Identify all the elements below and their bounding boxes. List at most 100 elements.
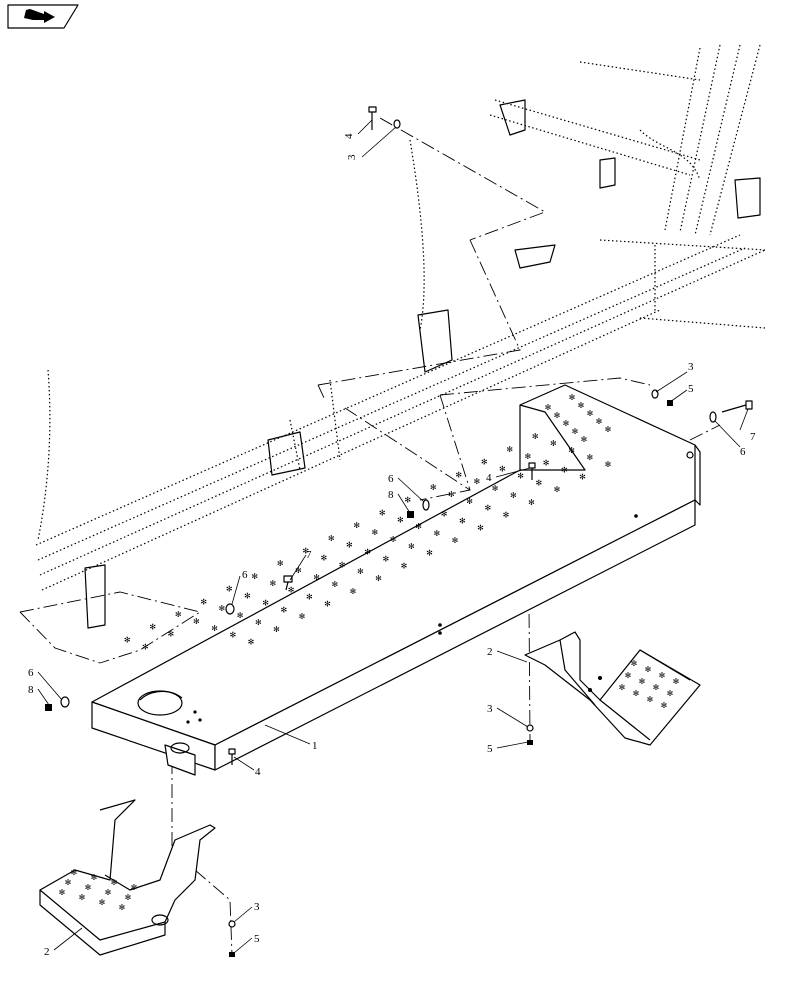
perforation-icon: ✻ [561,466,568,475]
left-step-bracket[interactable] [39,799,216,956]
callout-5[interactable]: 5 [688,383,694,395]
callout-7[interactable]: 7 [306,549,312,561]
bracket-perforations-left: ✻✻✻✻✻✻✻✻✻✻✻✻ [59,868,138,912]
washer-icon [393,119,401,129]
callout-5[interactable]: 5 [487,743,493,755]
perforation-icon: ✻ [255,618,262,627]
perforation-icon: ✻ [578,401,585,410]
perforation-icon: ✻ [105,888,112,897]
perforation-icon: ✻ [569,393,576,402]
perforation-icon: ✻ [350,587,357,596]
callout-3[interactable]: 3 [346,154,358,160]
callout-1[interactable]: 1 [312,740,318,752]
callout-2[interactable]: 2 [44,946,50,958]
assembly-lines [19,117,721,956]
perforation-icon: ✻ [273,625,280,634]
perforation-pattern: ✻✻✻✻✻✻✻✻✻✻✻✻✻✻✻✻✻✻✻✻✻✻✻✻✻✻✻✻✻✻✻✻✻✻✻✻✻✻✻✻… [124,393,612,651]
perforation-icon: ✻ [525,452,532,461]
perforation-icon: ✻ [321,553,328,562]
callout-8[interactable]: 8 [388,489,394,501]
perforation-icon: ✻ [426,549,433,558]
perforation-icon: ✻ [572,427,579,436]
perforation-icon: ✻ [448,490,455,499]
callout-8[interactable]: 8 [28,684,34,696]
perforation-icon: ✻ [131,883,138,892]
perforation-icon: ✻ [506,445,513,454]
perforation-icon: ✻ [673,677,680,686]
perforation-icon: ✻ [111,878,118,887]
washer-icon [526,724,534,732]
callout-7[interactable]: 7 [750,431,756,443]
perforation-icon: ✻ [563,419,570,428]
perforation-icon: ✻ [397,515,404,524]
callout-6[interactable]: 6 [242,569,248,581]
perforation-icon: ✻ [481,458,488,467]
perforation-icon: ✻ [581,435,588,444]
perforation-icon: ✻ [288,586,295,595]
callout-3[interactable]: 3 [487,703,493,715]
perforation-icon: ✻ [550,439,557,448]
perforation-icon: ✻ [535,478,542,487]
perforation-icon: ✻ [328,534,335,543]
perforation-icon: ✻ [659,671,666,680]
callout-4[interactable]: 4 [486,472,492,484]
bracket-perforations-right: ✻✻✻✻✻✻✻✻✻✻✻✻ [619,659,680,710]
perforation-icon: ✻ [543,459,550,468]
perforation-icon: ✻ [211,624,218,633]
perforation-icon: ✻ [653,683,660,692]
perforation-icon: ✻ [124,635,131,644]
perforation-icon: ✻ [466,497,473,506]
perforation-icon: ✻ [237,611,244,620]
perforation-icon: ✻ [532,432,539,441]
bolt-icon [721,400,753,413]
washer-icon [422,499,430,511]
perforation-icon: ✻ [79,893,86,902]
perforation-icon: ✻ [517,471,524,480]
washer-icon [60,696,70,708]
perforation-icon: ✻ [299,612,306,621]
perforation-icon: ✻ [645,665,652,674]
nut-icon [229,952,235,957]
callout-2[interactable]: 2 [487,646,493,658]
perforation-icon: ✻ [503,511,510,520]
perforation-icon: ✻ [382,555,389,564]
perforation-icon: ✻ [339,560,346,569]
perforation-icon: ✻ [280,605,287,614]
perforation-icon: ✻ [85,883,92,892]
perforation-icon: ✻ [499,465,506,474]
perforation-icon: ✻ [71,868,78,877]
perforation-icon: ✻ [404,496,411,505]
perforation-icon: ✻ [492,484,499,493]
frame-outline [35,44,766,629]
main-step[interactable] [91,384,701,776]
callouts: 4 3 3 5 7 6 4 6 8 7 6 6 8 1 4 2 3 5 2 3 … [28,133,756,958]
callout-3[interactable]: 3 [254,901,260,913]
perforation-icon: ✻ [200,597,207,606]
perforation-icon: ✻ [605,460,612,469]
perforation-icon: ✻ [91,873,98,882]
perforation-icon: ✻ [277,559,284,568]
perforation-icon: ✻ [647,695,654,704]
perforation-icon: ✻ [587,409,594,418]
perforation-icon: ✻ [248,638,255,647]
perforation-icon: ✻ [408,542,415,551]
perforation-icon: ✻ [415,522,422,531]
perforation-icon: ✻ [229,631,236,640]
perforation-icon: ✻ [452,536,459,545]
bolt-icon [528,462,536,480]
callout-3[interactable]: 3 [688,361,694,373]
bolt-icon [368,106,377,130]
right-step-bracket[interactable] [524,631,701,746]
perforation-icon: ✻ [324,600,331,609]
callout-4[interactable]: 4 [343,133,355,139]
callout-6[interactable]: 6 [28,667,34,679]
perforation-icon: ✻ [375,574,382,583]
callout-6[interactable]: 6 [388,473,394,485]
callout-4[interactable]: 4 [255,766,261,778]
perforation-icon: ✻ [661,701,668,710]
callout-6[interactable]: 6 [740,446,746,458]
folder-arrow-icon[interactable] [7,4,79,29]
callout-5[interactable]: 5 [254,933,260,945]
perforation-icon: ✻ [379,508,386,517]
perforation-icon: ✻ [474,477,481,486]
